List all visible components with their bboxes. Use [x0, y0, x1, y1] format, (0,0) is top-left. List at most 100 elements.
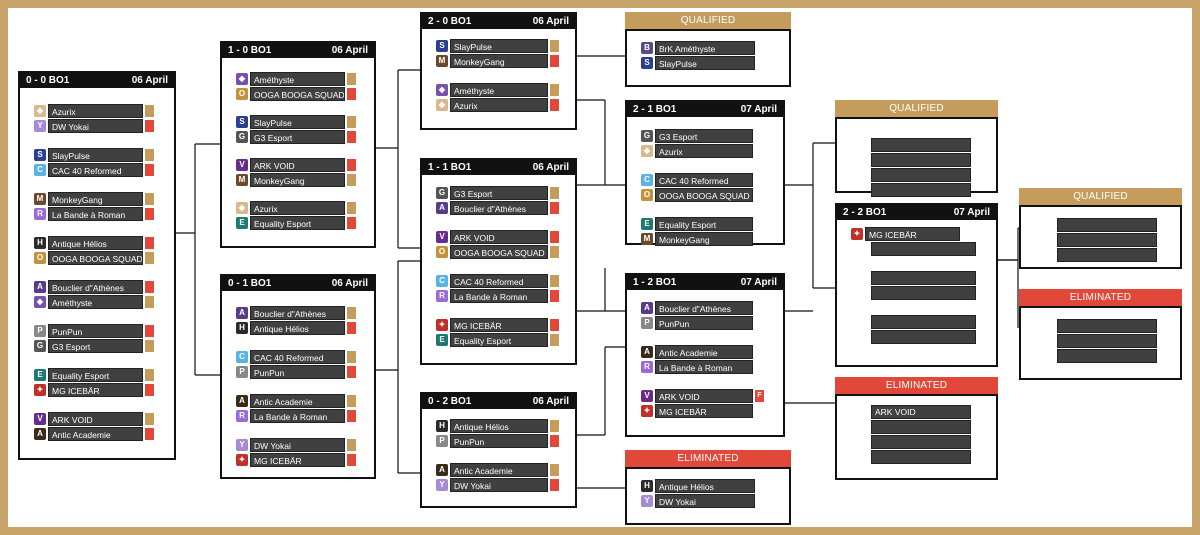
team-row[interactable]: ✦MG ICEBÄR — [641, 404, 765, 418]
team-name: Antique Hélios — [450, 419, 548, 433]
team-row[interactable]: ◆Améthyste — [34, 295, 155, 309]
punpun-icon: P — [436, 435, 448, 447]
team-row[interactable]: ◆Azurix — [34, 104, 155, 118]
team-row[interactable]: ✦MG ICEBÄR — [851, 227, 972, 241]
dw-yokai-icon: Y — [436, 479, 448, 491]
round-title: 0 - 0 BO1 — [26, 75, 70, 86]
cac40-icon: C — [436, 275, 448, 287]
mg-icebar-icon: ✦ — [34, 384, 46, 396]
team-row[interactable]: ◆Azurix — [641, 144, 765, 158]
result-loss-marker — [347, 410, 356, 422]
round-title: 2 - 2 BO1 — [843, 207, 887, 218]
antic-academie-icon: A — [34, 428, 46, 440]
team-name: Equality Esport — [48, 368, 143, 382]
outcome-slot — [1057, 218, 1157, 232]
team-name: Antique Hélios — [48, 236, 143, 250]
team-row[interactable]: ✦MG ICEBÄR — [34, 383, 155, 397]
team-row[interactable]: ◆Améthyste — [436, 83, 560, 97]
antique-helios-icon: H — [34, 237, 46, 249]
match-pair — [851, 315, 994, 345]
team-name: La Bande à Roman — [250, 409, 345, 423]
team-row[interactable]: ◆Améthyste — [236, 72, 357, 86]
empty-slot — [871, 330, 976, 344]
team-row[interactable]: ◆Azurix — [236, 201, 357, 215]
team-name: MG ICEBÄR — [48, 383, 143, 397]
round-title: 1 - 0 BO1 — [228, 45, 272, 56]
team-name: SlayPulse — [655, 56, 755, 70]
azurix-icon: ◆ — [236, 202, 248, 214]
team-row[interactable]: ✦MG ICEBÄR — [236, 453, 357, 467]
equality-icon: E — [236, 217, 248, 229]
team-row[interactable]: ◆Azurix — [436, 98, 560, 112]
slaypulse-icon: S — [436, 40, 448, 52]
team-name: La Bande à Roman — [450, 289, 548, 303]
result-win-marker — [145, 296, 154, 308]
team-row[interactable]: ✦MG ICEBÄR — [436, 318, 560, 332]
result-loss-marker — [550, 290, 559, 302]
g3-icon: G — [34, 340, 46, 352]
